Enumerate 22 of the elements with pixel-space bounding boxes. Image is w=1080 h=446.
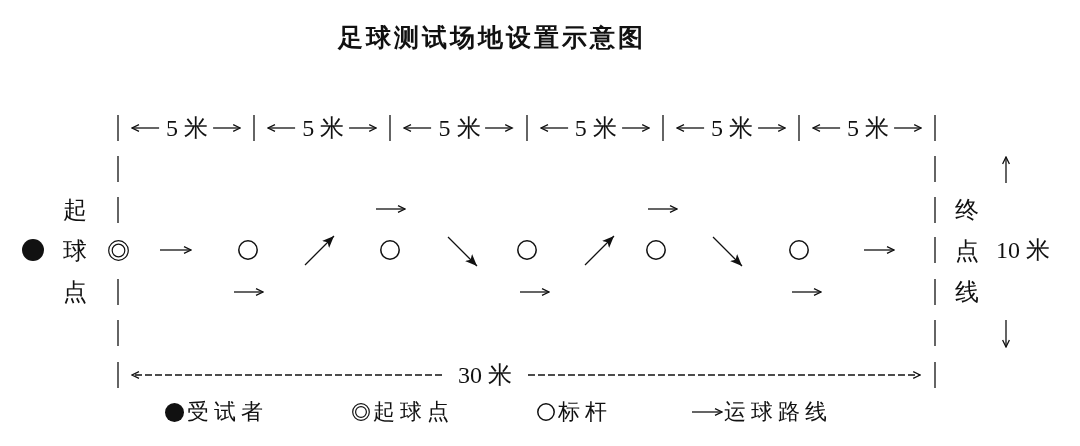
- legend-label: 受试者: [187, 399, 268, 425]
- finish-line-label: 终点线: [954, 195, 980, 307]
- pole-marker: [380, 240, 400, 260]
- pole-marker: [517, 240, 537, 260]
- legend-label: 运球路线: [724, 399, 832, 425]
- start-point-marker: [107, 239, 129, 261]
- dimension-label: 5 米: [847, 114, 890, 142]
- dimension-label: 5 米: [302, 114, 345, 142]
- diagram-title: 足球测试场地设置示意图: [338, 22, 646, 52]
- pole-marker: [789, 240, 809, 260]
- dimension-label: 10 米: [996, 236, 1050, 264]
- subject-marker: [22, 239, 44, 261]
- dimension-label: 5 米: [438, 114, 481, 142]
- pole-marker: [238, 240, 258, 260]
- start-line-label: 起球点: [62, 195, 88, 307]
- dimension-label: 5 米: [574, 114, 617, 142]
- legend-label: 标杆: [558, 399, 612, 425]
- dimension-label: 5 米: [710, 114, 753, 142]
- pole-marker: [646, 240, 666, 260]
- legend-label: 起球点: [373, 399, 454, 425]
- dimension-label: 30 米: [458, 361, 512, 389]
- dimension-label: 5 米: [166, 114, 209, 142]
